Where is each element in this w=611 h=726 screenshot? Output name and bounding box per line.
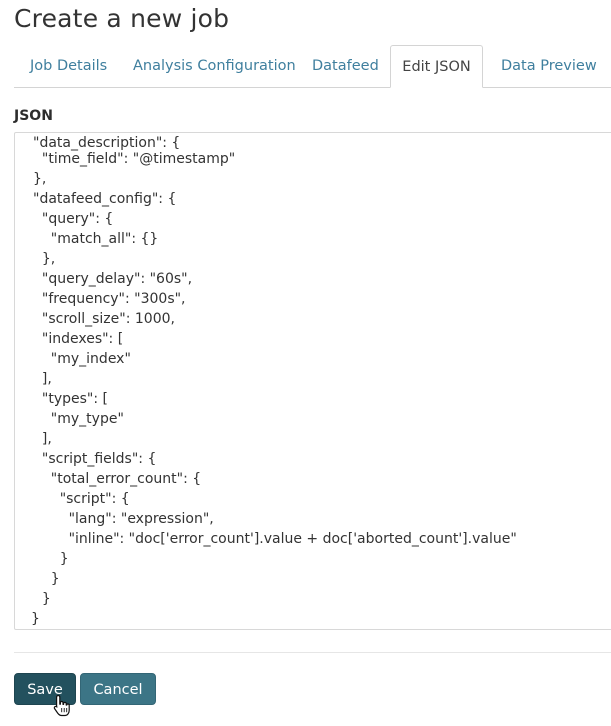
tab-data-preview[interactable]: Data Preview bbox=[501, 58, 597, 74]
code-line: } bbox=[33, 571, 60, 587]
code-line: "data_description": { bbox=[33, 135, 181, 151]
code-line: "datafeed_config": { bbox=[33, 191, 177, 207]
code-line: "match_all": {} bbox=[33, 231, 159, 247]
hand-pointer-cursor-icon bbox=[53, 694, 70, 717]
code-line: "types": [ bbox=[33, 391, 108, 407]
code-line: "script": { bbox=[33, 491, 130, 507]
code-line: }, bbox=[33, 171, 47, 187]
code-line: "script_fields": { bbox=[33, 451, 157, 467]
form-divider bbox=[14, 652, 611, 653]
code-line: }, bbox=[33, 251, 56, 267]
page-title: Create a new job bbox=[14, 4, 230, 33]
code-line: "total_error_count": { bbox=[33, 471, 202, 487]
cancel-button[interactable]: Cancel bbox=[80, 673, 156, 705]
code-line: "lang": "expression", bbox=[33, 511, 214, 527]
tab-edit-json[interactable]: Edit JSON bbox=[390, 45, 483, 88]
json-label: JSON bbox=[14, 108, 53, 124]
tab-job-details[interactable]: Job Details bbox=[30, 58, 108, 74]
code-line: "my_type" bbox=[33, 411, 124, 427]
code-line: "query_delay": "60s", bbox=[33, 271, 193, 287]
code-line: } bbox=[33, 591, 51, 607]
code-line: "frequency": "300s", bbox=[33, 291, 186, 307]
code-line: "inline": "doc['error_count'].value + do… bbox=[33, 531, 517, 547]
code-line: ], bbox=[33, 431, 52, 447]
code-line: "scroll_size": 1000, bbox=[33, 311, 175, 327]
json-editor[interactable]: "data_description": { "time_field": "@ti… bbox=[14, 132, 611, 630]
code-line: "indexes": [ bbox=[33, 331, 124, 347]
code-line: "my_index" bbox=[33, 351, 131, 367]
tab-datafeed[interactable]: Datafeed bbox=[312, 58, 379, 74]
tab-analysis-configuration[interactable]: Analysis Configuration bbox=[133, 58, 296, 74]
code-line: } bbox=[33, 551, 69, 567]
code-line: ], bbox=[33, 371, 52, 387]
save-button[interactable]: Save bbox=[14, 673, 76, 705]
code-line: } bbox=[31, 611, 40, 627]
code-line: "query": { bbox=[33, 211, 114, 227]
code-line: "time_field": "@timestamp" bbox=[33, 151, 236, 167]
tab-bar: Job Details Analysis Configuration Dataf… bbox=[14, 45, 611, 88]
